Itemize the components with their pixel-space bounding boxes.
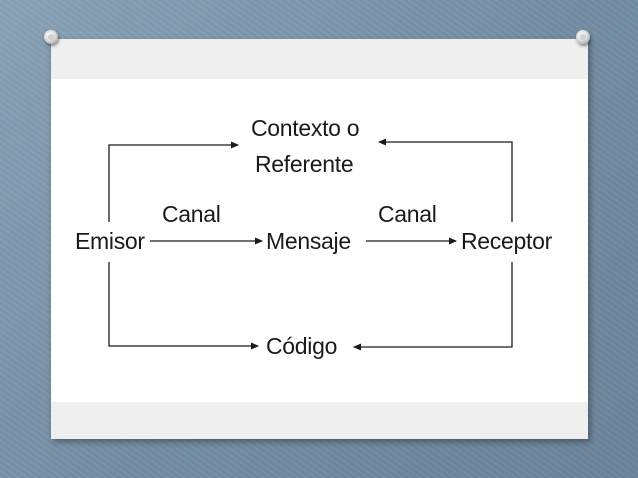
- node-receptor: Receptor: [461, 228, 552, 254]
- node-contexto-line1: Contexto o: [251, 115, 360, 141]
- pushpin-icon: [44, 30, 58, 44]
- slide-content-area: [51, 79, 588, 402]
- pushpin-icon: [576, 30, 590, 44]
- edge-receptor-codigo: [353, 262, 513, 351]
- node-contexto-line2: Referente: [255, 151, 354, 177]
- edge-emisor-contexto: [108, 141, 239, 222]
- slide-top-band: [51, 39, 588, 79]
- node-codigo: Código: [266, 333, 338, 359]
- edge-receptor-contexto: [378, 138, 513, 222]
- node-emisor: Emisor: [75, 228, 145, 254]
- node-mensaje: Mensaje: [266, 228, 351, 254]
- slide-bottom-band: [51, 402, 588, 439]
- edge-label-canal-right: Canal: [378, 201, 437, 227]
- edge-emisor-codigo: [108, 262, 259, 350]
- slide: [51, 39, 588, 439]
- edge-label-canal-left: Canal: [162, 201, 221, 227]
